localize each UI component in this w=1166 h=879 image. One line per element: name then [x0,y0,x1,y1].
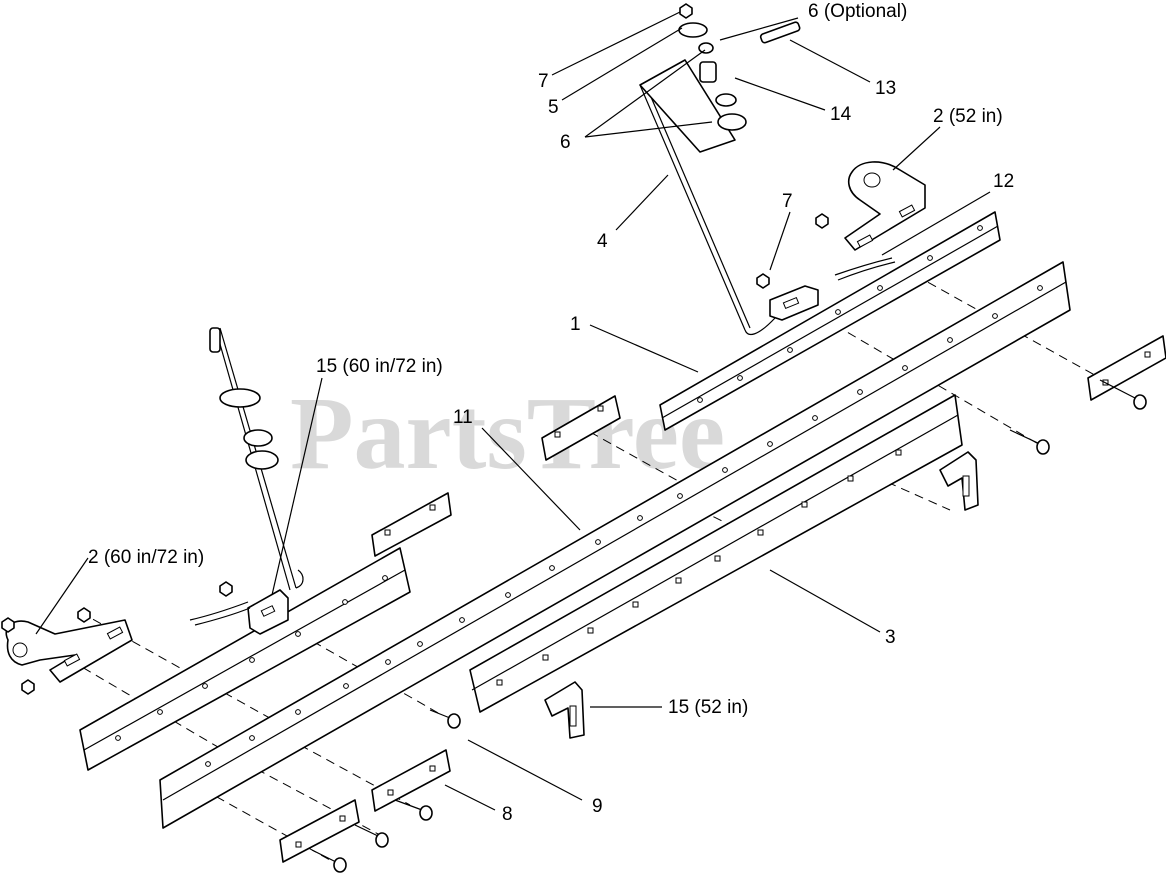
part-12-clip [756,257,896,321]
part-2-6072-bracket [1,607,133,695]
callout-12: 12 [993,171,1014,192]
callout-6: 6 [560,132,571,153]
callout-2-52in: 2 (52 in) [933,106,1003,127]
part-15-52in-bracket [544,451,979,739]
callout-15-60-72in: 15 (60 in/72 in) [316,356,443,377]
part-1-upper-channel [659,211,1001,431]
callout-7-top: 7 [538,71,549,92]
callout-5: 5 [548,97,559,118]
callout-7-mid: 7 [782,191,793,212]
callout-1: 1 [570,314,581,335]
top-fittings [678,3,801,131]
callout-14: 14 [830,104,852,125]
callout-4: 4 [597,231,608,252]
callout-2-60-72in: 2 (60 in/72 in) [88,547,204,568]
callout-8: 8 [502,804,513,825]
bolts [311,379,1147,873]
callout-labels: 7 5 6 (Optional) 13 14 6 2 (52 in) 12 7 … [88,1,1014,825]
mounting-holes [115,225,1043,767]
part-11-lower-plate [159,261,1071,829]
callout-15-52in: 15 (52 in) [668,697,748,718]
leader-lines [35,11,991,811]
part-2-52in-bracket [815,161,926,251]
callout-11: 11 [453,407,473,428]
callout-9: 9 [592,796,603,817]
callout-3: 3 [885,627,896,648]
left-rod-assembly [189,327,304,635]
watermark: PartsTree [290,376,725,491]
part-4-rod [639,59,776,336]
left-channel [79,547,411,771]
callout-13: 13 [875,78,896,99]
small-plates [279,335,1166,863]
callout-6-optional: 6 (Optional) [808,1,907,22]
